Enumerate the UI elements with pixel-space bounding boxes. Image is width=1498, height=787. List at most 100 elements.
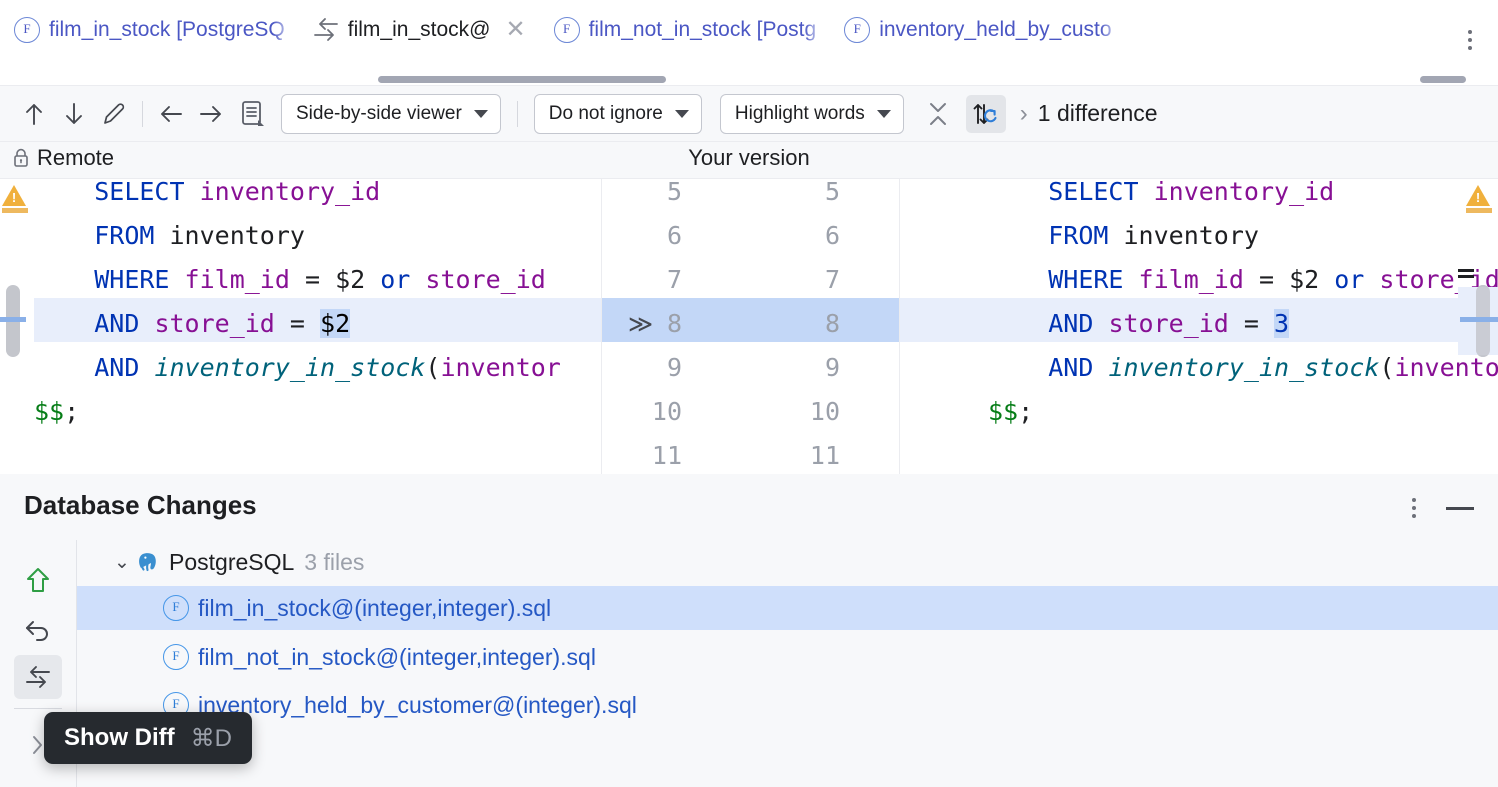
function-file-icon: F: [844, 17, 871, 43]
tab-label: film_in_stock@: [347, 18, 491, 41]
right-changed-line-highlight: [900, 298, 1498, 342]
minimize-icon[interactable]: [1446, 506, 1474, 510]
code-line: FROM inventory: [0, 214, 601, 258]
more-options-icon[interactable]: [1412, 498, 1416, 518]
code-token: [34, 353, 94, 382]
difference-count-label: 1 difference: [1037, 100, 1158, 126]
previous-difference-button[interactable]: [14, 95, 54, 133]
navigate-back-button[interactable]: [151, 95, 191, 133]
code-line: $$;: [900, 390, 1498, 434]
show-diff-button[interactable]: [14, 655, 62, 699]
database-changes-panel: Database Changes: [0, 474, 1498, 787]
code-line: AND store_id = $2: [0, 302, 601, 346]
tree-file-inventory-held-by-customer[interactable]: F inventory_held_by_customer@(integer).s…: [77, 683, 1498, 727]
code-token: (: [1379, 353, 1395, 382]
code-token: ;: [1018, 397, 1034, 426]
code-line: FROM inventory: [900, 214, 1498, 258]
changed-files-tree[interactable]: ⌄ PostgreSQL 3 files F film_in_st: [77, 540, 1498, 787]
code-token: inventory_in_stock: [154, 353, 426, 382]
revert-button[interactable]: [14, 609, 62, 653]
code-token: [139, 353, 154, 382]
code-token: $2: [335, 265, 366, 294]
tab-inventory-held-by-customer[interactable]: F inventory_held_by_custo: [830, 0, 1126, 60]
code-token: $2: [1289, 265, 1320, 294]
tree-file-film-in-stock[interactable]: F film_in_stock@(integer,integer).sql: [77, 586, 1498, 630]
code-token: AND: [1048, 309, 1094, 338]
code-token: =: [274, 309, 321, 338]
left-warning-triangle-icon[interactable]: [2, 185, 28, 213]
navigate-forward-button[interactable]: [191, 95, 231, 133]
whitespace-options-button[interactable]: [231, 95, 275, 133]
code-line: $$;: [0, 390, 601, 434]
code-token: [988, 221, 1048, 250]
left-changed-line-highlight: [34, 298, 601, 342]
ignore-policy-select[interactable]: Do not ignore: [533, 93, 702, 134]
tooltip-label: Show Diff: [64, 724, 175, 751]
code-token: [1093, 353, 1108, 382]
diff-toolbar: Side-by-side viewer Do not ignore Highli…: [0, 86, 1498, 142]
code-token: [988, 309, 1048, 338]
code-token: inventory_id: [199, 179, 381, 206]
collapse-unchanged-button[interactable]: [918, 95, 958, 133]
active-tab-scroll-indicator[interactable]: [378, 76, 666, 83]
chevron-down-icon: [674, 109, 689, 118]
code-token: inventory_id: [1153, 179, 1335, 206]
code-token: store_id: [154, 309, 275, 338]
right-diff-pane[interactable]: SELECT inventory_id FROM inventory WHERE…: [900, 179, 1498, 474]
code-token: [34, 309, 94, 338]
right-line-number: 6: [824, 221, 840, 250]
expand-button[interactable]: [14, 723, 62, 767]
code-token: AND: [94, 353, 140, 382]
more-options-icon: [1468, 30, 1472, 50]
code-token: inventory_in_stock: [1108, 353, 1380, 382]
code-token: AND: [1048, 353, 1094, 382]
code-token: [139, 309, 154, 338]
tab-film-in-stock-diff[interactable]: film_in_stock@ ✕: [299, 0, 540, 60]
lock-icon: [12, 148, 30, 168]
code-line: AND store_id = 3: [900, 302, 1498, 346]
code-token: film_id: [184, 265, 290, 294]
right-warning-triangle-icon[interactable]: [1466, 185, 1492, 213]
synchronize-scroll-button[interactable]: [965, 94, 1006, 133]
viewer-mode-select[interactable]: Side-by-side viewer: [281, 93, 501, 134]
code-token: WHERE: [1048, 265, 1124, 294]
next-difference-button[interactable]: [54, 95, 94, 133]
right-line-number: 11: [809, 441, 840, 470]
editor-tab-bar: F film_in_stock [PostgreSQ film_in_stock…: [0, 0, 1498, 86]
right-line-number: 8: [824, 309, 840, 338]
diff-panes: SELECT inventory_id FROM inventory WHERE…: [0, 177, 1498, 474]
code-token: [34, 265, 94, 294]
code-line: WHERE film_id = $2 or store_id: [0, 258, 601, 302]
close-icon[interactable]: ✕: [505, 16, 526, 43]
code-token: inventor: [440, 353, 561, 382]
tab-film-in-stock-postgres[interactable]: F film_in_stock [PostgreSQ: [0, 0, 299, 60]
code-token: [988, 353, 1048, 382]
tree-group-postgresql[interactable]: ⌄ PostgreSQL 3 files: [77, 540, 1498, 584]
tab-bar-scroll-indicator[interactable]: [1420, 76, 1466, 83]
toolbar-separator: [516, 100, 518, 127]
tree-group-file-count: 3 files: [304, 548, 365, 575]
apply-change-arrow-icon[interactable]: ≫: [628, 310, 654, 338]
gutter-changed-line-highlight: [602, 298, 899, 342]
postgresql-elephant-icon: [135, 549, 161, 575]
code-line: WHERE film_id = $2 or store_id =: [900, 258, 1498, 302]
left-change-marker: [0, 317, 26, 322]
tab-overflow-menu-button[interactable]: [1468, 30, 1472, 50]
tab-label: film_in_stock [PostgreSQ: [49, 18, 285, 41]
code-line: [0, 434, 601, 474]
tree-group-label: PostgreSQL: [169, 548, 295, 575]
submit-changes-button[interactable]: [14, 558, 62, 602]
chevron-down-icon: [876, 109, 891, 118]
highlight-mode-select[interactable]: Highlight words: [719, 93, 904, 134]
chevron-right-icon[interactable]: ›: [1019, 99, 1028, 127]
diff-swap-icon: [313, 18, 339, 42]
left-diff-pane[interactable]: SELECT inventory_id FROM inventory WHERE…: [0, 179, 602, 474]
chevron-down-icon[interactable]: ⌄: [114, 551, 130, 573]
tab-film-not-in-stock-postgres[interactable]: F film_not_in_stock [Postg: [540, 0, 831, 60]
edit-button[interactable]: [94, 95, 134, 133]
tree-file-film-not-in-stock[interactable]: F film_not_in_stock@(integer,integer).sq…: [77, 635, 1498, 679]
code-token: [1123, 265, 1138, 294]
code-token: (: [425, 353, 441, 382]
left-pane-title-label: Remote: [37, 145, 115, 170]
